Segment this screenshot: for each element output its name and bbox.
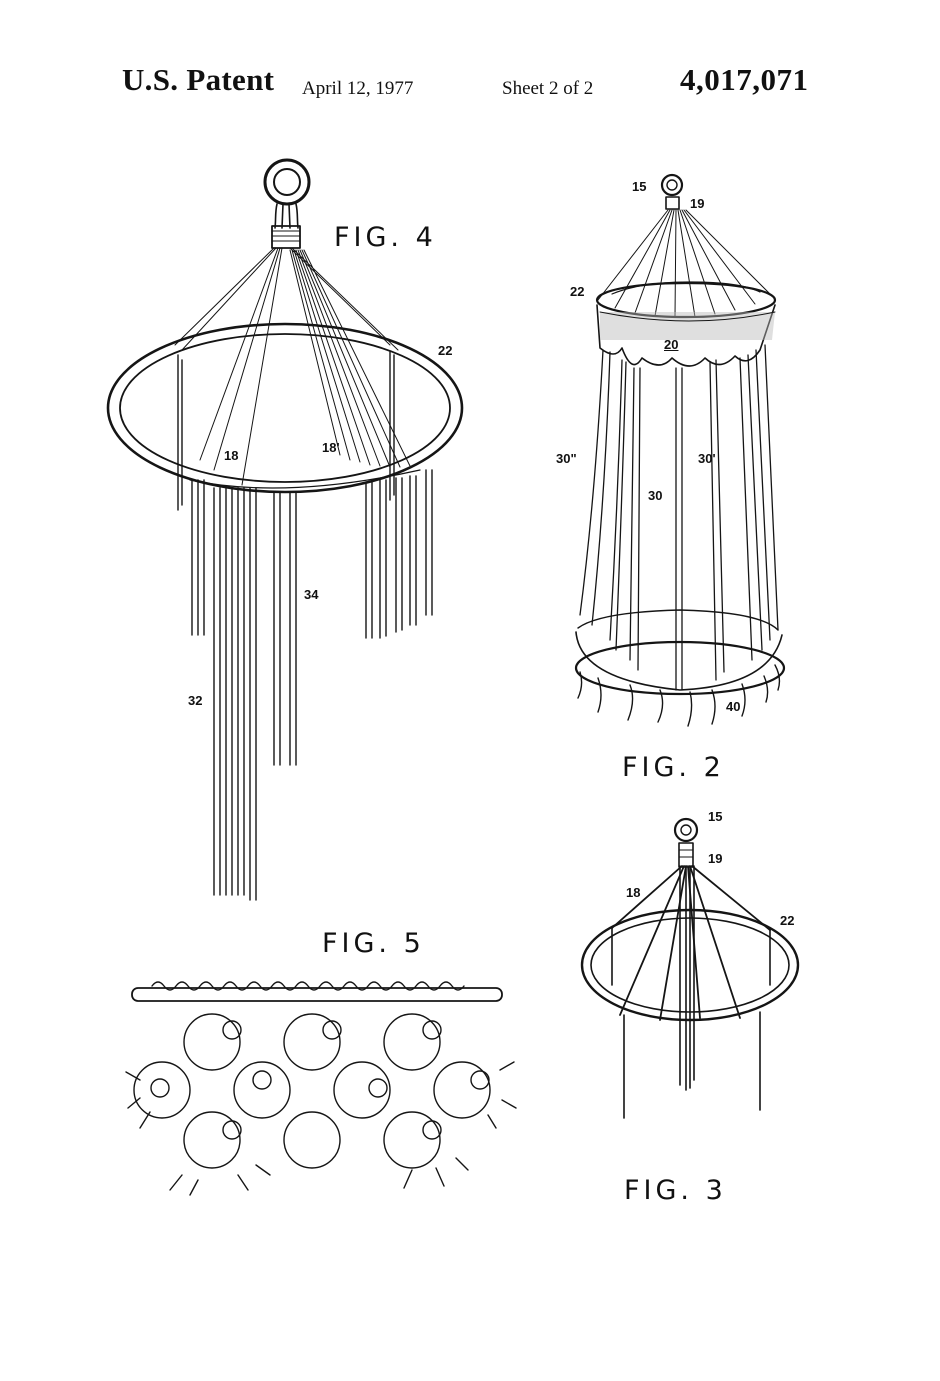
fig3-ref-19: 19 <box>708 851 723 866</box>
fig2-ref-19: 19 <box>690 196 705 211</box>
fig2-caption: FIG. 2 <box>622 752 725 783</box>
sheet-number: Sheet 2 of 2 <box>502 78 594 99</box>
fig2-ref-30: 30 <box>648 488 663 503</box>
fig4-drawing <box>106 158 464 901</box>
fig3-caption: FIG. 3 <box>624 1175 727 1206</box>
fig4-ref-22: 22 <box>438 343 453 358</box>
patent-number: 4,017,071 <box>680 62 809 97</box>
fig2-ref-30-prime: 30' <box>698 451 716 466</box>
fig2-ref-30-double-prime: 30" <box>556 451 577 466</box>
fig4-ref-32: 32 <box>188 693 203 708</box>
fig4-strands <box>177 351 433 901</box>
fig2-ref-22: 22 <box>570 284 585 299</box>
fig4-ref-18: 18 <box>224 448 239 463</box>
patent-label: U.S. Patent <box>122 62 275 97</box>
fig2-ref-40: 40 <box>726 699 741 714</box>
fig5-drawing <box>125 981 517 1196</box>
fig2-ref-15: 15 <box>632 179 647 194</box>
fig3-ref-18: 18 <box>626 885 641 900</box>
fig4-caption: FIG. 4 <box>334 222 437 253</box>
fig5-caption: FIG. 5 <box>322 928 425 959</box>
fig2-drawing <box>574 173 786 727</box>
fig2-ref-20: 20 <box>664 337 679 352</box>
patent-date: April 12, 1977 <box>302 78 414 99</box>
fig3-ref-15: 15 <box>708 809 723 824</box>
fig3-drawing <box>580 817 800 1119</box>
fig4-ref-18-prime: 18' <box>322 440 340 455</box>
fig3-ref-22: 22 <box>780 913 795 928</box>
fig4-ref-34: 34 <box>304 587 319 602</box>
